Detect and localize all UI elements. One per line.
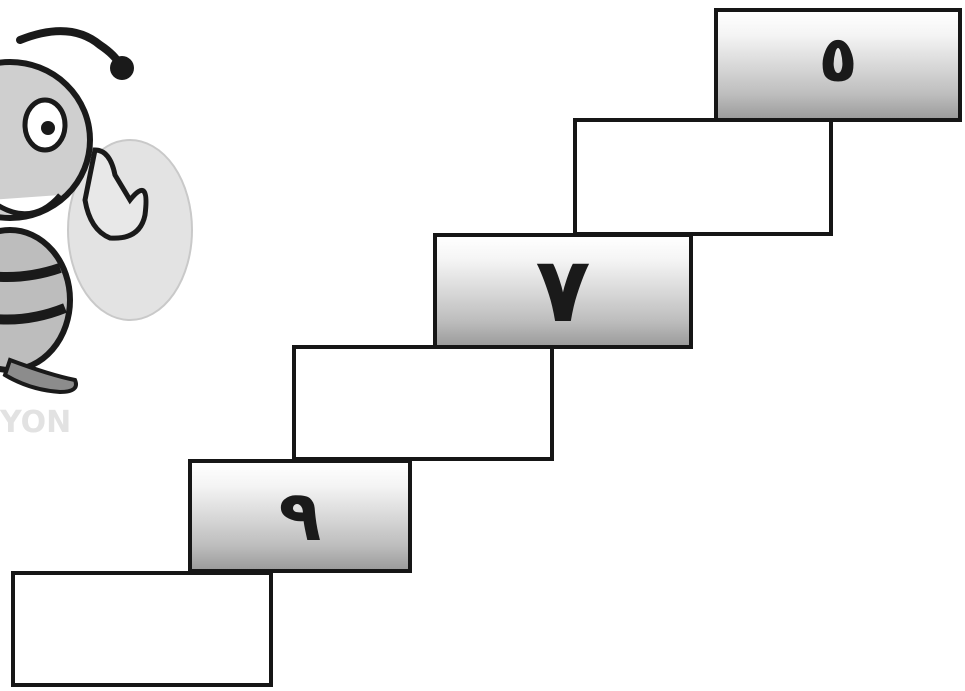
stair-step-4-answer-box[interactable] bbox=[292, 345, 554, 461]
svg-text:YON: YON bbox=[0, 405, 71, 440]
stair-step-1: ٥ bbox=[714, 8, 962, 122]
stair-step-3: ٧ bbox=[433, 233, 693, 349]
stair-step-6-answer-box[interactable] bbox=[11, 571, 273, 687]
stair-step-5: ٩ bbox=[188, 459, 412, 573]
step-number: ٧ bbox=[536, 246, 591, 336]
step-number: ٩ bbox=[279, 481, 322, 551]
bee-mascot-icon: YON bbox=[0, 0, 200, 450]
stair-step-2-answer-box[interactable] bbox=[573, 118, 833, 236]
step-number: ٥ bbox=[818, 28, 857, 92]
